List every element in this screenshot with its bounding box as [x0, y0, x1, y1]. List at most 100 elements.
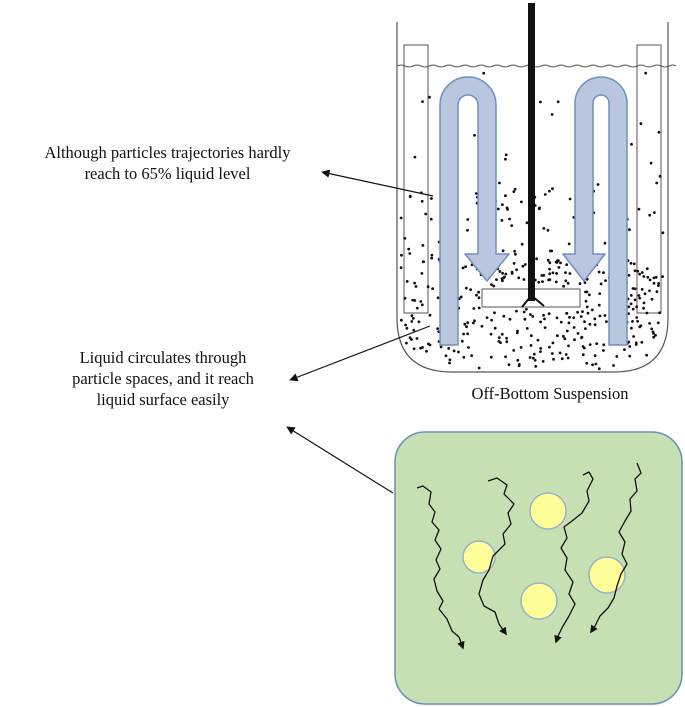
particle-dot — [415, 306, 419, 310]
particle-dot — [540, 274, 544, 277]
particle-dot — [632, 335, 635, 338]
particle-dot — [472, 321, 475, 325]
particle-dot — [642, 275, 646, 278]
particle-dot — [543, 193, 547, 196]
particle-dot — [399, 266, 403, 269]
particle-dot — [602, 271, 605, 275]
impeller-hub-right — [531, 295, 545, 307]
particle-dot — [500, 332, 504, 336]
particle-dot — [508, 217, 511, 221]
particle-dot — [582, 346, 586, 350]
particle-dot — [548, 272, 552, 276]
particle-dot — [638, 272, 641, 276]
liquid-surface-line — [396, 64, 677, 68]
particle-dot — [489, 355, 493, 359]
particle-dot — [556, 100, 560, 104]
particle-dot — [629, 302, 633, 306]
leader-arrow-inset — [286, 426, 394, 494]
particle-dot — [472, 307, 476, 310]
particle-dot — [657, 282, 660, 285]
particle-dot — [506, 208, 509, 211]
particle-dot — [649, 161, 653, 165]
particle-dot — [413, 155, 417, 159]
particle-dot — [651, 330, 655, 334]
particle-dot — [652, 281, 656, 285]
particle-dot — [523, 263, 527, 266]
particle-dot — [515, 331, 519, 335]
particle-dot — [603, 314, 607, 317]
particle-dot — [403, 296, 407, 300]
particle-dot — [587, 293, 591, 297]
particle-dot — [521, 264, 525, 268]
particle-dot — [645, 353, 648, 357]
particle-dot — [636, 269, 640, 273]
particle-dot — [412, 347, 416, 351]
particle-dot — [564, 271, 567, 274]
particle-dot — [552, 357, 555, 361]
particle-dot — [551, 341, 555, 345]
particle-dot — [512, 190, 516, 194]
particle-dot — [580, 336, 583, 340]
particle-dot — [562, 334, 565, 338]
particle-dot — [604, 279, 607, 282]
particle-dot — [466, 218, 470, 221]
flow-arrow-right — [562, 76, 628, 346]
particle-dot — [485, 316, 489, 319]
particle-dot — [500, 277, 504, 281]
particle-dot — [645, 267, 649, 271]
particle-dot — [564, 279, 568, 283]
particle-dot — [514, 252, 517, 256]
particle-dot — [410, 320, 414, 323]
particle-dot — [643, 292, 647, 296]
particle-dot — [429, 217, 433, 221]
particle-dot — [422, 260, 425, 264]
particle-dot — [612, 364, 615, 367]
particle-dot — [501, 249, 505, 253]
particle-dot — [595, 342, 599, 345]
impeller-hub-left — [521, 295, 532, 308]
particle-dot — [496, 207, 500, 211]
particle-dot — [420, 199, 424, 203]
particle-dot — [499, 341, 502, 344]
particle-dot — [593, 317, 597, 321]
particle-dot — [637, 294, 641, 297]
particle-dot — [627, 340, 631, 344]
vessel-wall — [396, 22, 669, 373]
particle-dot — [462, 355, 466, 359]
particle-dot — [410, 314, 414, 317]
particle-dot — [417, 320, 421, 324]
particle-dot — [572, 326, 576, 329]
particle-dot — [470, 354, 474, 357]
particle-dot — [602, 349, 605, 352]
particle-dot — [413, 281, 416, 285]
particle-dot — [421, 244, 425, 247]
particle-dot — [655, 181, 659, 185]
particle-dot — [605, 320, 608, 323]
particle-dot — [631, 307, 635, 311]
particle-dot — [501, 279, 504, 283]
particle-dot — [405, 280, 409, 283]
particle-dot — [465, 325, 468, 329]
particle-dot — [645, 311, 649, 315]
particle-dot — [656, 321, 660, 325]
particle-dot — [466, 321, 470, 325]
particle-dot — [517, 363, 521, 366]
liquid-path-3 — [554, 471, 594, 644]
particle-dot — [430, 253, 434, 257]
particle-dot — [629, 294, 633, 297]
particle-dot — [556, 334, 559, 338]
particle-dot — [642, 306, 645, 310]
particle-dot — [632, 262, 636, 266]
particle-dot — [426, 285, 430, 289]
particle-dot — [448, 358, 452, 362]
particle-dot — [492, 284, 496, 288]
particle-dot — [439, 345, 443, 349]
particle-dot — [596, 183, 600, 186]
particle-dot — [576, 332, 580, 335]
particle-dot — [602, 343, 606, 347]
particle-dot — [554, 280, 558, 284]
particle-dot — [400, 318, 403, 322]
particle-dot — [615, 355, 619, 358]
particle-dot — [427, 342, 430, 346]
particle-dot — [585, 290, 589, 294]
